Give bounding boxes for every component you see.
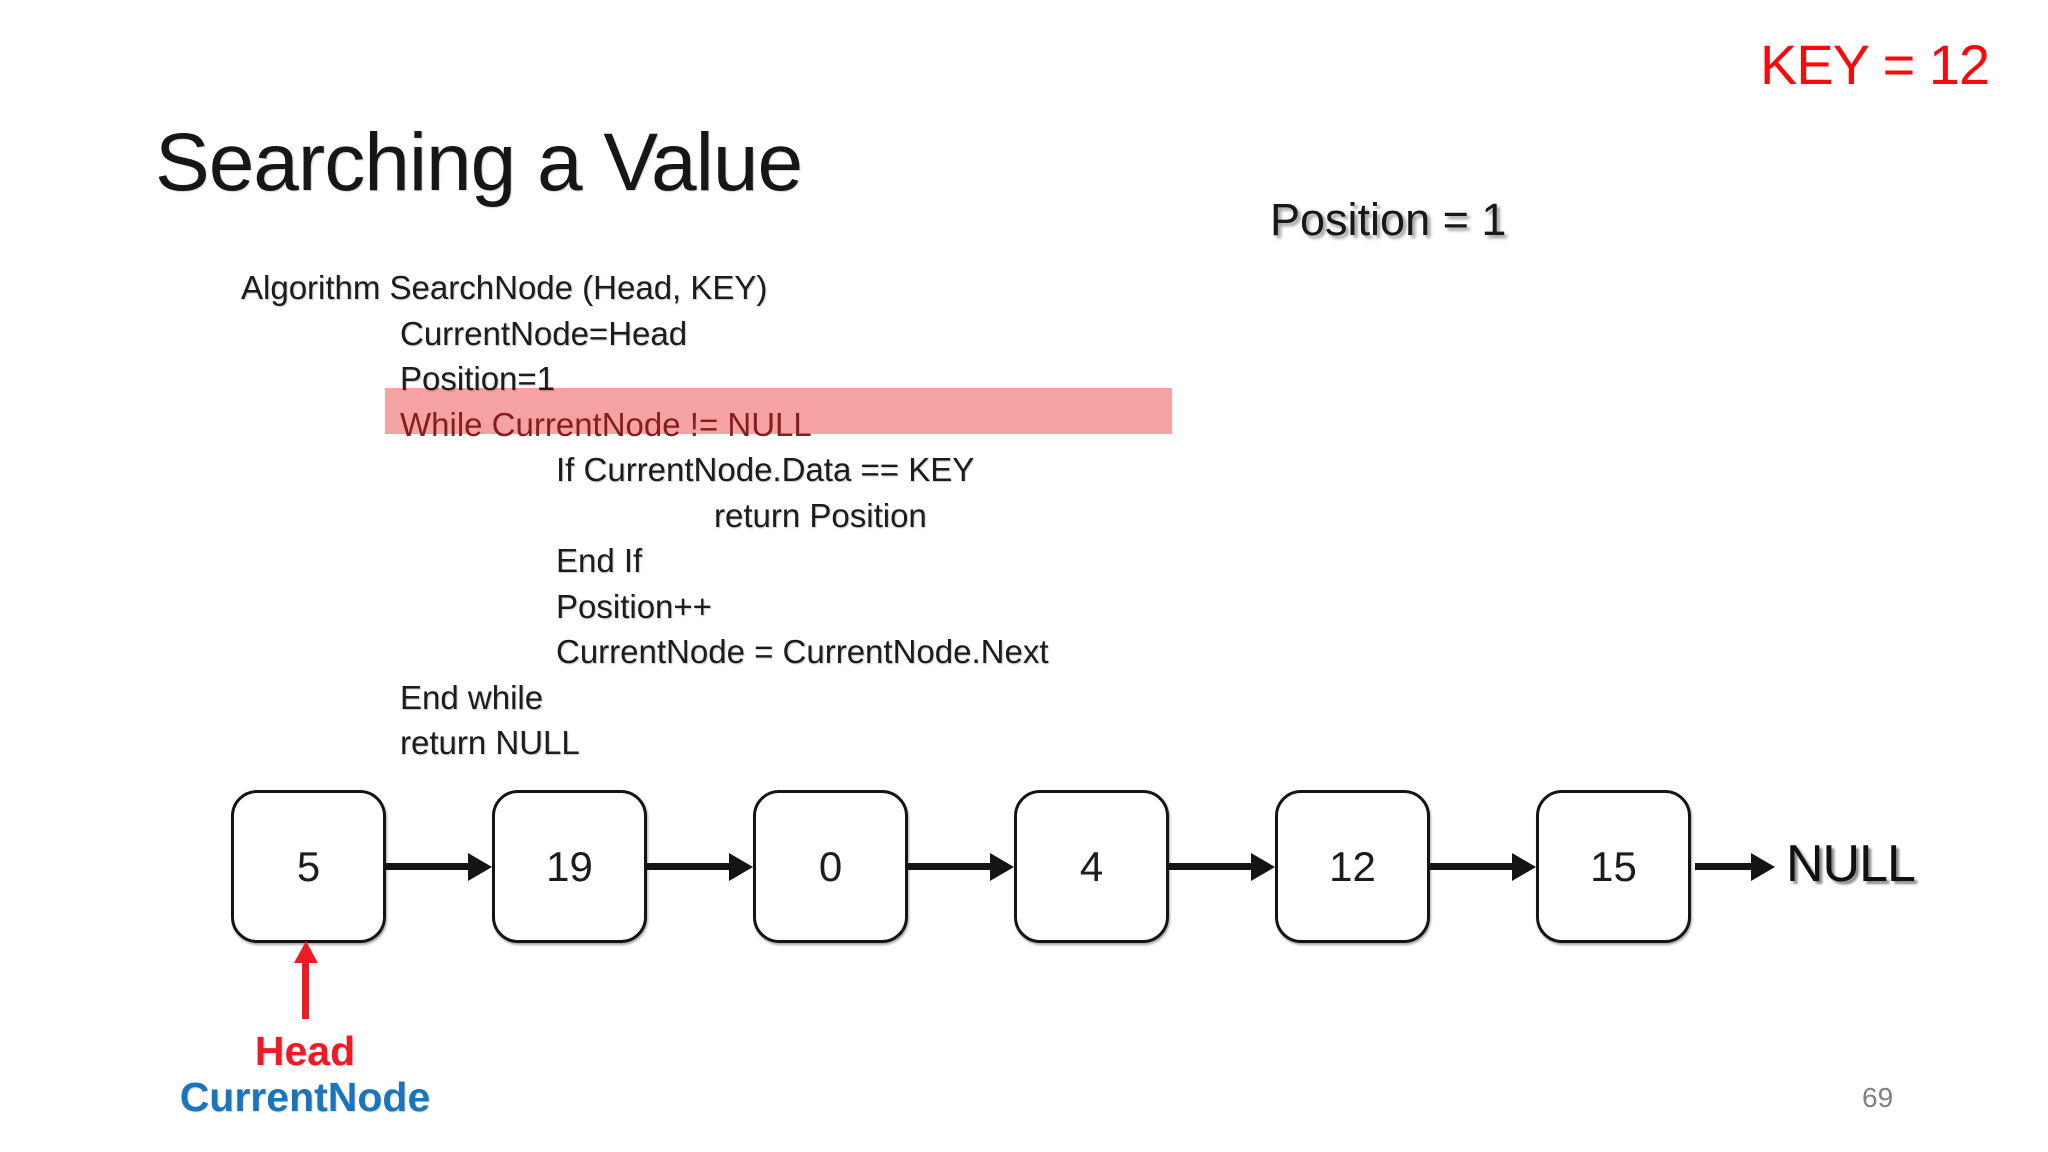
list-node: 15 [1536, 790, 1691, 943]
currentnode-pointer-label: CurrentNode [179, 1074, 431, 1120]
list-node: 4 [1014, 790, 1169, 943]
arrow-shaft [1695, 863, 1755, 870]
linked-list-diagram: 5 19 0 4 12 15 [0, 790, 2048, 943]
list-node: 0 [753, 790, 908, 943]
arrow-shaft [1169, 863, 1255, 870]
next-pointer-arrow [908, 790, 1014, 943]
code-line: Algorithm SearchNode (Head, KEY) [241, 265, 1341, 311]
slide-title: Searching a Value [155, 117, 803, 208]
code-line-text: return Position [714, 496, 927, 534]
code-line: If CurrentNode.Data == KEY [241, 447, 1341, 493]
page-number: 69 [1862, 1082, 1894, 1113]
node-value: 5 [296, 842, 321, 890]
code-line-text: If CurrentNode.Data == KEY [556, 451, 975, 488]
code-line: return Position [241, 493, 1341, 539]
key-value-label: KEY = 12 [1760, 33, 1990, 96]
arrow-shaft [647, 863, 733, 870]
code-highlight-bar [385, 388, 1172, 434]
node-value: 19 [546, 842, 593, 890]
head-pointer-arrow-shaft [302, 961, 309, 1019]
arrow-head-icon [1251, 852, 1275, 881]
list-node: 19 [492, 790, 647, 943]
code-line-text: Position++ [556, 587, 712, 625]
arrow-head-icon [990, 852, 1014, 881]
code-line-text: return NULL [400, 724, 580, 761]
next-pointer-arrow [1430, 790, 1536, 943]
list-node: 5 [231, 790, 386, 943]
code-line: CurrentNode=Head [241, 311, 1341, 357]
arrow-shaft [1430, 863, 1516, 870]
arrow-shaft [386, 863, 472, 870]
head-pointer-label: Head [254, 1028, 356, 1074]
arrow-head-icon [1751, 852, 1775, 881]
pseudocode-block: Algorithm SearchNode (Head, KEY) Current… [241, 265, 1341, 766]
list-node: 12 [1275, 790, 1430, 943]
code-line-highlighted: While CurrentNode != NULL [241, 402, 1341, 448]
code-line: Position=1 [241, 356, 1341, 402]
code-line: End while [241, 675, 1341, 721]
null-terminator-label: NULL [1786, 835, 1916, 893]
code-line-text: Algorithm SearchNode (Head, KEY) [241, 269, 768, 306]
node-value: 12 [1329, 842, 1376, 890]
node-value: 4 [1079, 842, 1104, 890]
code-line: CurrentNode = CurrentNode.Next [241, 629, 1341, 675]
arrow-head-icon [1512, 852, 1536, 881]
head-pointer-arrow-icon [294, 941, 318, 963]
code-line-text: End while [400, 678, 544, 716]
code-line-text: While CurrentNode != NULL [400, 405, 812, 443]
code-line-text: CurrentNode = CurrentNode.Next [556, 633, 1049, 670]
position-value-label: Position = 1 [1270, 194, 1507, 245]
null-pointer-arrow [1695, 790, 1775, 943]
arrow-head-icon [729, 852, 753, 881]
code-line-text: End If [556, 542, 643, 579]
next-pointer-arrow [647, 790, 753, 943]
code-line: End If [241, 538, 1341, 584]
arrow-head-icon [468, 852, 492, 881]
node-value: 15 [1590, 842, 1637, 890]
code-line-text: Position=1 [400, 360, 556, 397]
code-line: return NULL [241, 720, 1341, 766]
code-line: Position++ [241, 584, 1341, 630]
next-pointer-arrow [386, 790, 492, 943]
arrow-shaft [908, 863, 994, 870]
node-value: 0 [818, 842, 843, 890]
next-pointer-arrow [1169, 790, 1275, 943]
code-line-text: CurrentNode=Head [400, 314, 688, 352]
